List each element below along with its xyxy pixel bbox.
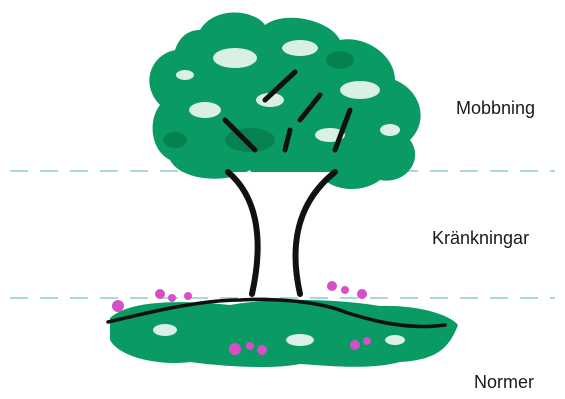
tree-ground [108,300,458,368]
tree-crown [149,13,420,190]
label-normer: Normer [474,372,534,393]
tree-trunk [228,172,335,296]
label-krankningar: Kränkningar [432,228,529,249]
label-mobbning: Mobbning [456,98,535,119]
